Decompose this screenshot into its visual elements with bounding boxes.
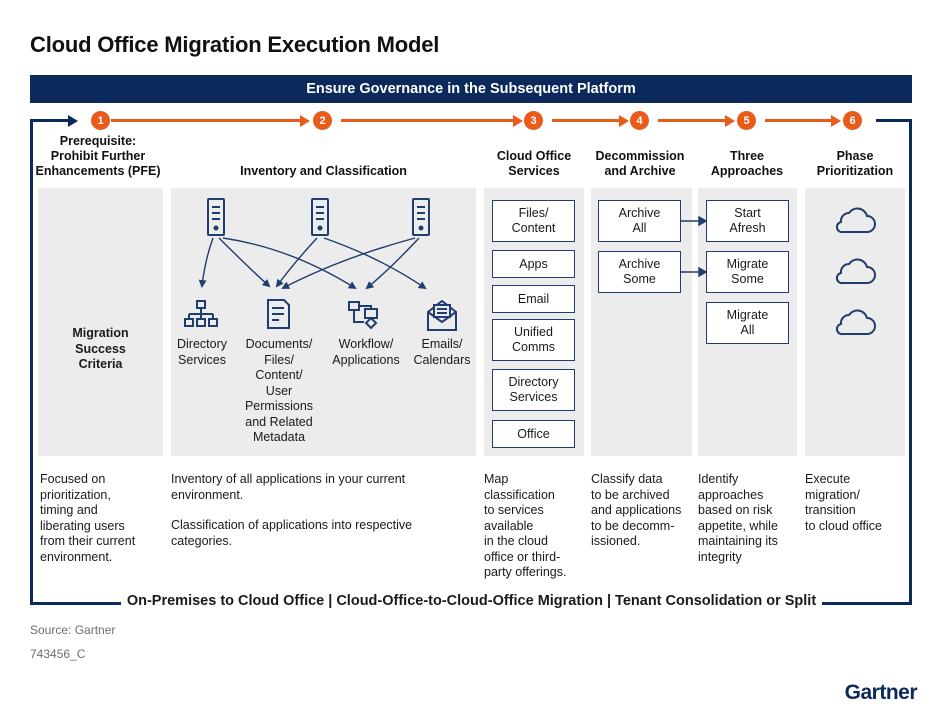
migration-success-criteria: Migration Success Criteria xyxy=(72,326,129,371)
frame-left-top xyxy=(30,119,33,604)
flow-line-4-5 xyxy=(658,119,726,122)
cloud-icon xyxy=(835,258,876,285)
server-icon xyxy=(311,198,329,236)
service-files-content: Files/Content xyxy=(492,200,575,242)
gartner-logo: Gartner xyxy=(844,681,918,704)
flow-arrowhead xyxy=(300,114,310,127)
emails-label: Emails/ Calendars xyxy=(413,337,471,367)
step-3-badge: 3 xyxy=(524,111,543,130)
page-title: Cloud Office Migration Execution Model xyxy=(30,32,440,57)
governance-banner: Ensure Governance in the Subsequent Plat… xyxy=(30,75,912,103)
frame-right xyxy=(909,119,912,604)
server-icon xyxy=(207,198,225,236)
step-1-badge: 1 xyxy=(91,111,110,130)
flow-line-2-3 xyxy=(341,119,514,122)
flow-line-3-4 xyxy=(552,119,620,122)
step-5-badge: 5 xyxy=(737,111,756,130)
step-6-badge: 6 xyxy=(843,111,862,130)
column-1-heading: Prerequisite: Prohibit Further Enhanceme… xyxy=(35,134,161,178)
flow-arrowhead xyxy=(831,114,841,127)
column-2-panel xyxy=(171,188,476,456)
column-4-heading: Decommission and Archive xyxy=(595,149,685,178)
column-2-description: Inventory of all applications in your cu… xyxy=(171,472,413,548)
flow-line-5-6 xyxy=(765,119,832,122)
cloud-icon xyxy=(835,207,876,234)
step-4-badge: 4 xyxy=(630,111,649,130)
connector-arrows xyxy=(198,237,427,290)
service-email: Email xyxy=(492,285,575,313)
directory-services-label: Directory Services xyxy=(176,337,227,367)
column-2-heading: Inventory and Classification xyxy=(240,164,407,178)
flow-arrowhead xyxy=(513,114,523,127)
migration-types-footer: On-Premises to Cloud Office | Cloud-Offi… xyxy=(0,593,943,609)
step-2-badge: 2 xyxy=(313,111,332,130)
server-icon xyxy=(412,198,430,236)
service-apps: Apps xyxy=(492,250,575,278)
document-icon xyxy=(267,299,290,329)
document-id: 743456_C xyxy=(30,647,86,661)
column-1-panel xyxy=(38,188,163,456)
directory-icon xyxy=(184,300,218,327)
service-office: Office xyxy=(492,420,575,448)
source-note: Source: Gartner xyxy=(30,623,116,637)
flow-arrowhead xyxy=(725,114,735,127)
documents-label: Documents/ Files/ Content/ User Permissi… xyxy=(244,337,314,444)
archive-to-approach-arrows xyxy=(681,215,707,278)
column-5-heading: Three Approaches xyxy=(710,149,784,178)
email-icon xyxy=(427,299,457,331)
workflow-label: Workflow/ Applications xyxy=(332,337,400,367)
cloud-icon xyxy=(835,309,876,336)
flow-line-1-2 xyxy=(111,119,301,122)
inventory-diagram xyxy=(184,198,457,331)
frame-top-left xyxy=(30,119,72,122)
cloud-icons xyxy=(835,207,876,336)
workflow-icon xyxy=(348,301,378,330)
column-3-heading: Cloud Office Services xyxy=(496,149,572,178)
frame-left-arrowhead xyxy=(68,114,78,127)
column-6-heading: Phase Prioritization xyxy=(816,149,894,178)
frame-top-right xyxy=(876,119,912,122)
flow-arrowhead xyxy=(619,114,629,127)
